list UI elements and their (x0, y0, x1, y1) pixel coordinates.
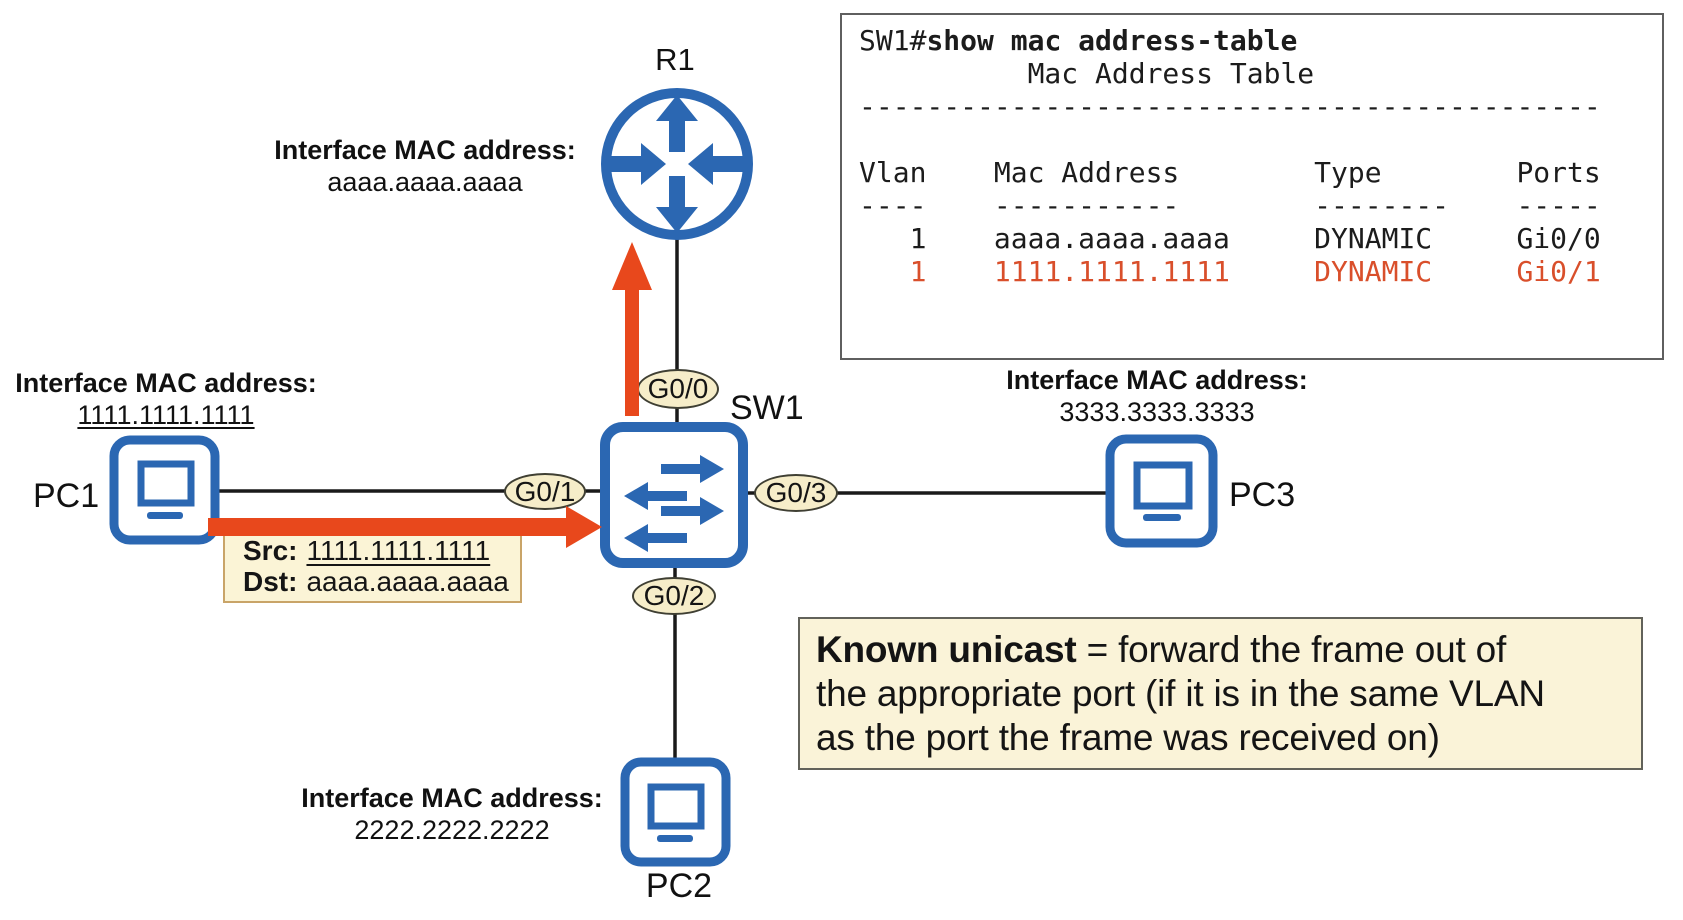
note-line1-rest: = forward the frame out of (1076, 629, 1507, 670)
pc2-icon (620, 757, 731, 867)
pc1-mac-title: Interface MAC address: (15, 368, 317, 398)
frame-src-label: Src: (243, 535, 298, 566)
r1-mac-block: Interface MAC address: aaaa.aaaa.aaaa (250, 134, 600, 198)
mac-table-row: 1 aaaa.aaaa.aaaa DYNAMIC Gi0/0 (859, 222, 1601, 255)
cli-output-panel: SW1#show mac address-table Mac Address T… (840, 13, 1664, 360)
frame-src-line: Src: 1111.1111.1111 (243, 535, 520, 566)
port-label-g0-1: G0/1 (504, 473, 586, 510)
sw1-label: SW1 (730, 389, 804, 427)
mac-table-header-underline: ---- ----------- -------- ----- (859, 189, 1601, 222)
mac-table-separator: ----------------------------------------… (859, 90, 1601, 123)
mac-table-row-highlighted: 1 1111.1111.1111 DYNAMIC Gi0/1 (859, 255, 1601, 288)
pc3-mac-value: 3333.3333.3333 (1059, 397, 1255, 427)
port-label-g0-3: G0/3 (754, 474, 838, 512)
cli-command-line: SW1#show mac address-table (859, 24, 1662, 57)
pc2-mac-block: Interface MAC address: 2222.2222.2222 (287, 782, 617, 846)
pc1-icon (109, 435, 220, 545)
note-lead: Known unicast (816, 629, 1077, 670)
mac-table-header: Vlan Mac Address Type Ports (859, 156, 1601, 189)
pc3-mac-title: Interface MAC address: (1006, 365, 1308, 395)
pc1-mac-block: Interface MAC address: 1111.1111.1111 (0, 367, 332, 431)
pc1-mac-value: 1111.1111.1111 (77, 400, 255, 430)
frame-src-value: 1111.1111.1111 (306, 535, 491, 566)
known-unicast-note: Known unicast = forward the frame out of… (798, 617, 1643, 770)
frame-label-box: Src: 1111.1111.1111 Dst: aaaa.aaaa.aaaa (223, 528, 522, 603)
cli-command: show mac address-table (926, 24, 1298, 57)
note-line-1: Known unicast = forward the frame out of (816, 628, 1641, 672)
note-line-3: as the port the frame was received on) (816, 717, 1440, 758)
r1-mac-title: Interface MAC address: (274, 135, 576, 165)
pc3-label: PC3 (1229, 476, 1296, 514)
mac-table-title: Mac Address Table (859, 57, 1315, 90)
pc3-icon (1105, 434, 1218, 548)
router-icon (601, 88, 753, 240)
port-label-g0-0: G0/0 (637, 369, 719, 409)
r1-mac-value: aaaa.aaaa.aaaa (327, 167, 523, 197)
port-label-g0-2: G0/2 (632, 577, 716, 615)
frame-dst-line: Dst: aaaa.aaaa.aaaa (243, 566, 520, 597)
cli-prompt: SW1# (859, 24, 927, 57)
note-line-2: the appropriate port (if it is in the sa… (816, 673, 1545, 714)
r1-label: R1 (655, 42, 695, 77)
frame-dst-label: Dst: (243, 566, 298, 597)
pc2-mac-value: 2222.2222.2222 (354, 815, 550, 845)
pc2-label: PC2 (645, 867, 713, 905)
pc1-label: PC1 (33, 477, 100, 515)
pc2-mac-title: Interface MAC address: (301, 783, 603, 813)
mac-table-blank-line (859, 123, 1662, 156)
frame-dst-value: aaaa.aaaa.aaaa (306, 566, 509, 597)
pc3-mac-block: Interface MAC address: 3333.3333.3333 (992, 364, 1322, 428)
switch-icon (600, 422, 748, 568)
